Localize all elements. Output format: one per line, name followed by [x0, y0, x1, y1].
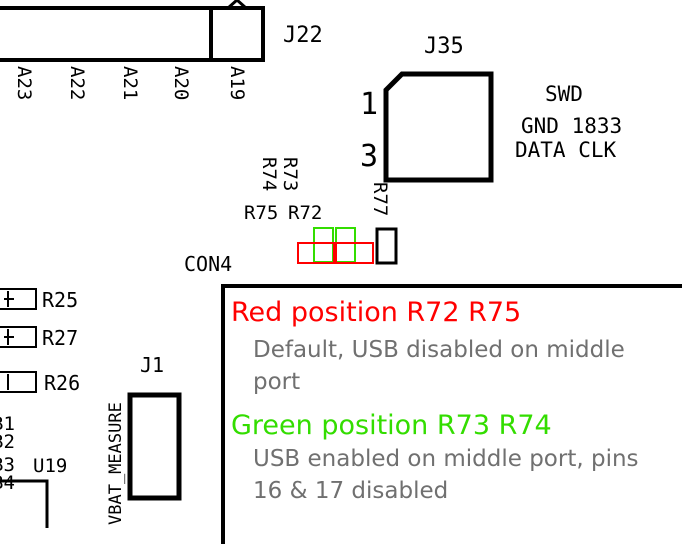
r72-label: R72: [288, 202, 322, 224]
r25-footprint: [0, 288, 37, 310]
u19-ref: U19: [33, 455, 67, 477]
swd-row1: GND 1833: [521, 114, 622, 138]
pcb-silkscreen: J22 A23 A22 A21 A20 A19 J35 1 3 SWD GND …: [0, 0, 622, 528]
u19-outline: [0, 479, 49, 528]
j22-ref: J22: [283, 23, 323, 48]
u19-ic: B1 B2 B3 B4 U19: [0, 413, 67, 528]
r25-label: R25: [42, 288, 78, 312]
j22-pin-a21: A21: [119, 66, 141, 100]
j1-connector: J1 VBAT_MEASURE: [106, 353, 182, 525]
j22-outline: [0, 6, 265, 62]
j35-pin3-label: 3: [360, 139, 378, 174]
j1-ref: J1: [140, 353, 164, 377]
pin-label-b3: B3: [0, 454, 15, 476]
green-footprint-r74: [313, 227, 334, 263]
swd-title: SWD: [545, 82, 583, 106]
resistor-footprints: [297, 227, 398, 265]
j22-pin-a22: A22: [66, 66, 88, 100]
resistor-position-legend: Red position R72 R75 Default, USB disabl…: [221, 284, 682, 544]
j35-connector: J35 1 3: [360, 34, 494, 183]
green-position-heading: Green position R73 R74: [231, 410, 552, 441]
red-footprint-r72: [335, 242, 374, 264]
red-footprint-r75: [297, 242, 335, 264]
r74-label: R74: [258, 157, 280, 191]
con4-ref: CON4: [184, 252, 232, 276]
j35-pin1-label: 1: [360, 87, 378, 122]
j22-pin1-marker: [227, 0, 247, 10]
red-position-description: Default, USB disabled on middle port: [253, 337, 625, 395]
swd-row2: DATA CLK: [515, 138, 617, 162]
r27-label: R27: [42, 326, 78, 350]
pin-label-b2: B2: [0, 431, 15, 453]
green-position-description: USB enabled on middle port, pins 16 & 17…: [253, 446, 639, 504]
r26-label: R26: [44, 371, 80, 395]
r73-label: R73: [279, 157, 301, 191]
r26-footprint: [0, 371, 37, 393]
r27-footprint: [0, 326, 37, 348]
r75-label: R75: [244, 202, 278, 224]
j22-pin-a23: A23: [13, 66, 35, 100]
pin-label-b4: B4: [0, 472, 15, 494]
j35-ref: J35: [424, 34, 464, 59]
r77-label: R77: [369, 182, 391, 216]
j22-connector: J22 A23 A22 A21 A20 A19: [0, 0, 323, 100]
j1-outline: [127, 392, 182, 501]
r77-footprint: [375, 227, 398, 265]
red-position-heading: Red position R72 R75: [231, 297, 522, 328]
j1-net-label: VBAT_MEASURE: [106, 402, 126, 525]
j22-pin-a20: A20: [170, 66, 192, 100]
j22-pin-a19: A19: [226, 66, 248, 100]
green-footprint-r73: [335, 227, 356, 263]
left-resistors: R25 R27 R26: [0, 288, 80, 395]
swd-pinout: SWD GND 1833 DATA CLK: [515, 82, 622, 162]
j35-outline: [383, 71, 494, 183]
pin-label-b1: B1: [0, 413, 15, 435]
